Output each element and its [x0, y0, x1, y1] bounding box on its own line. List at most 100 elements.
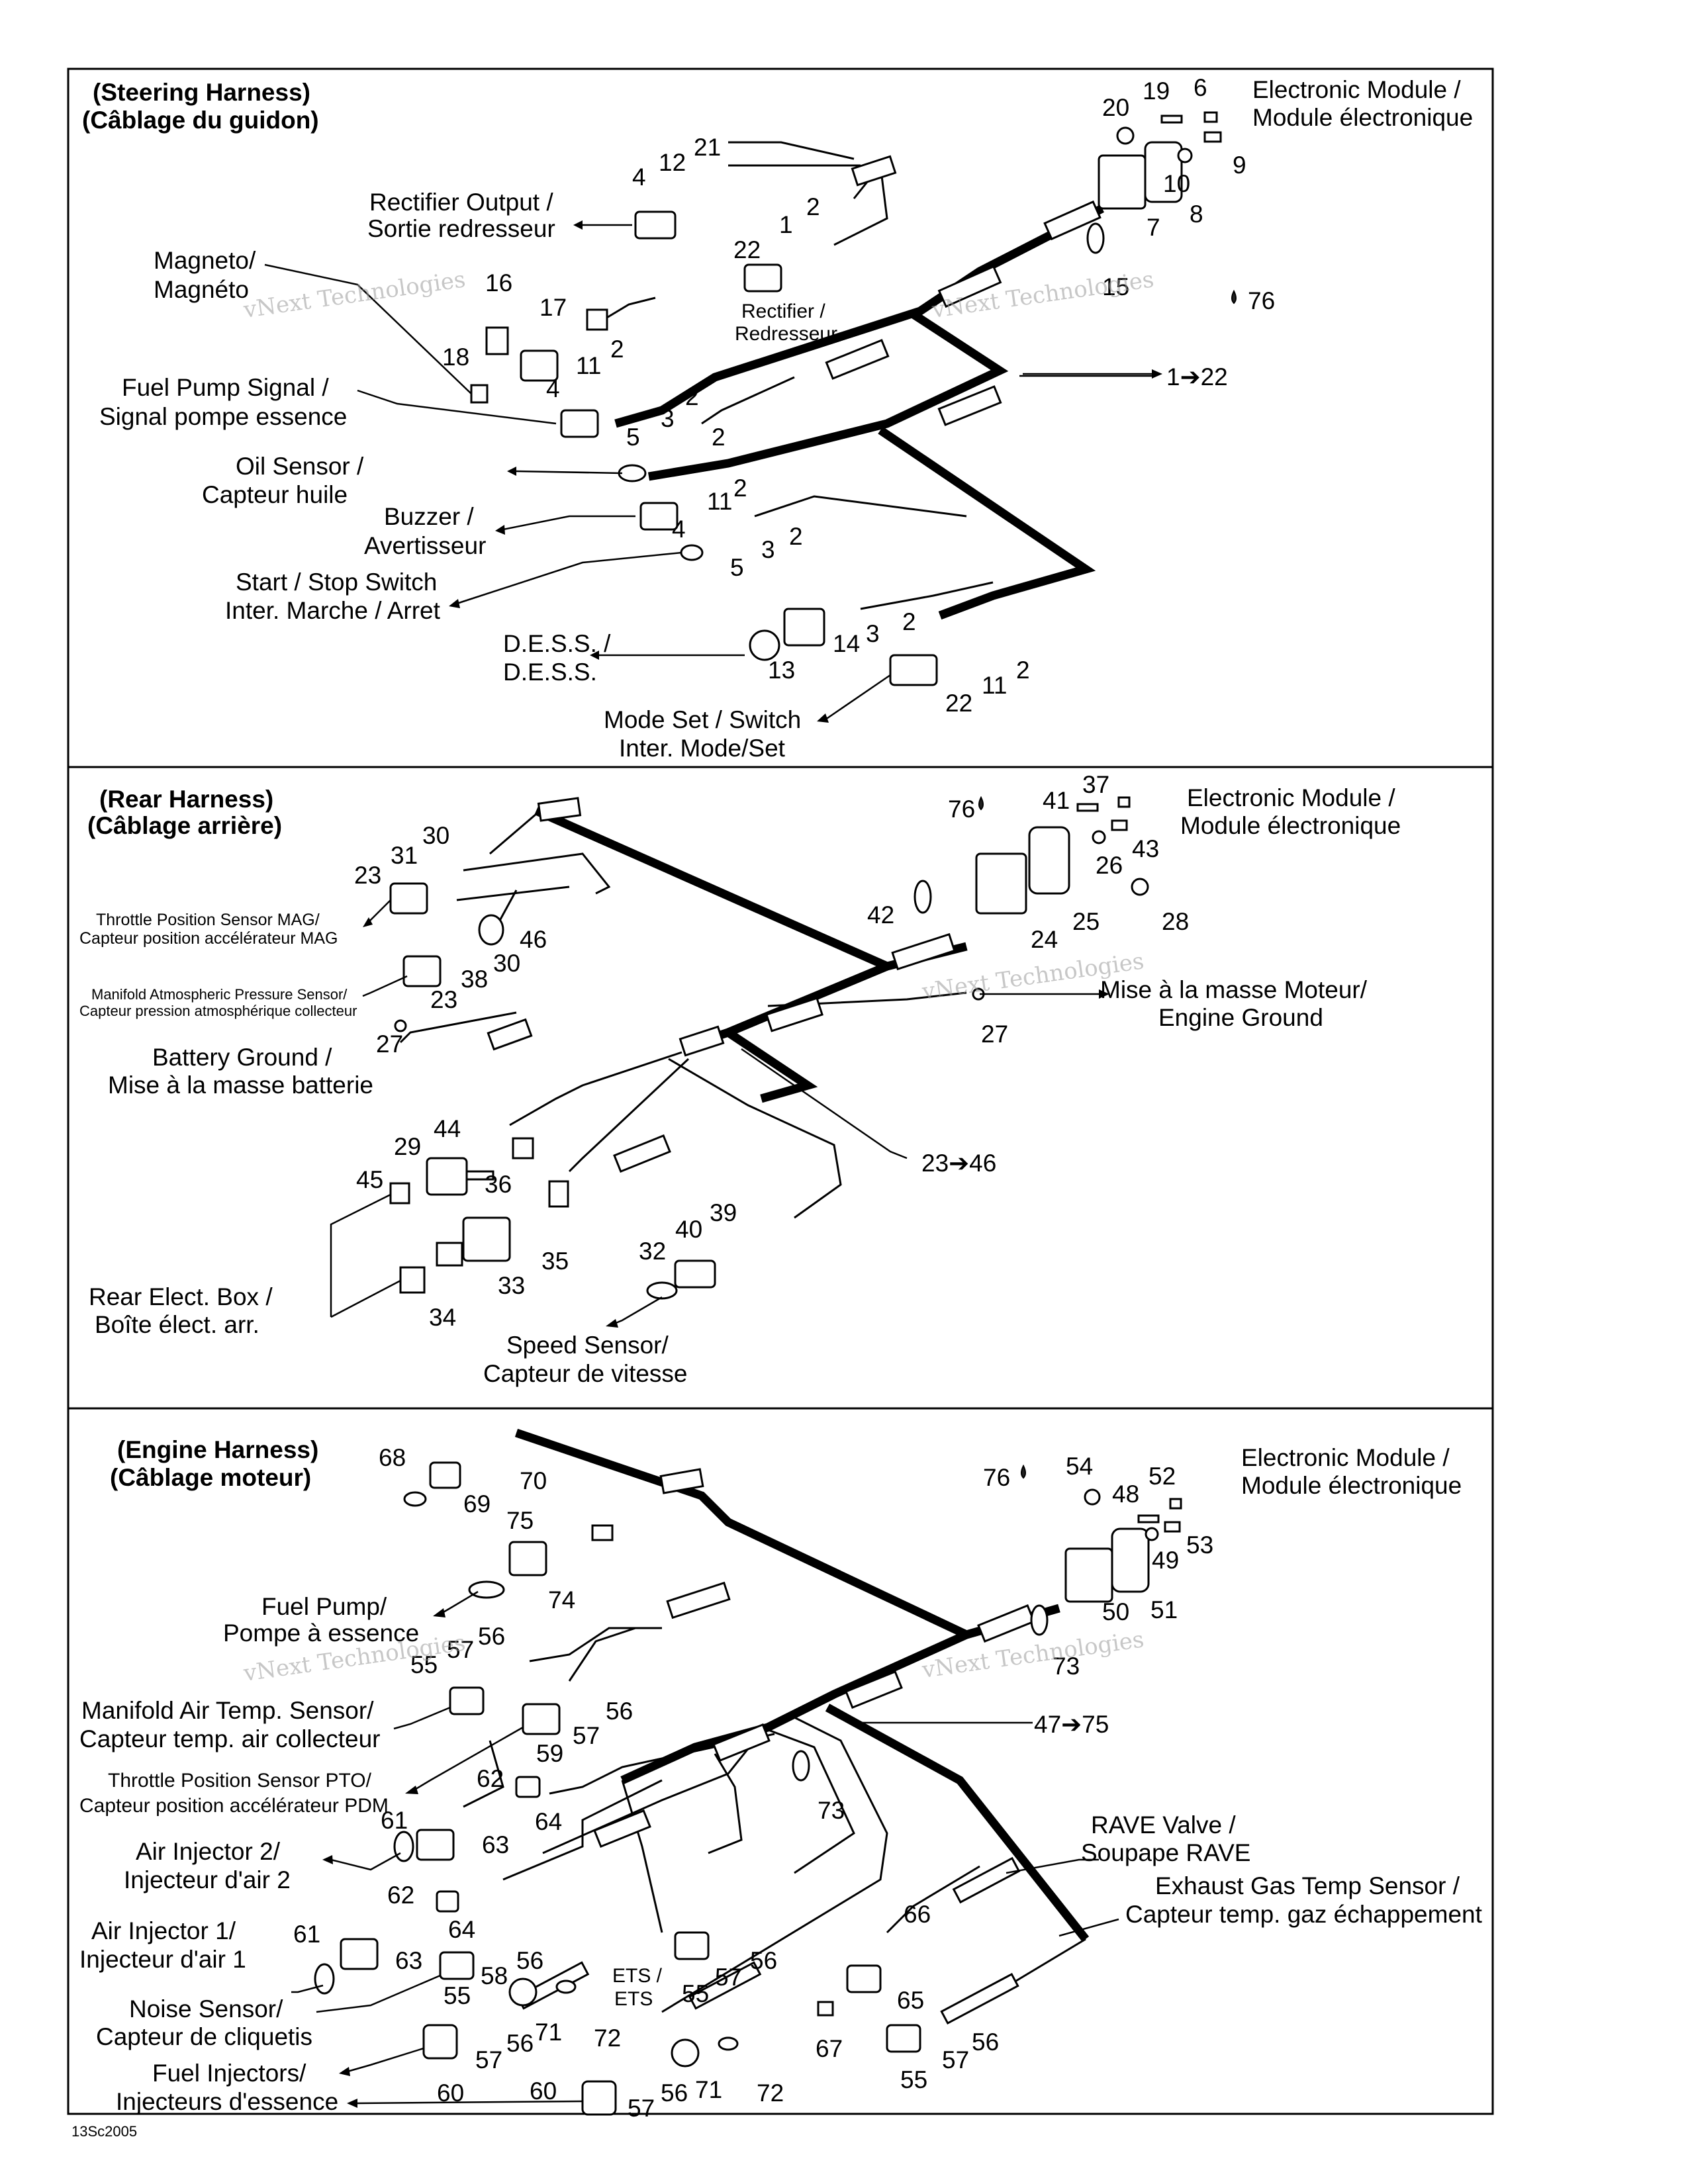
- steering-connector-4b: [560, 409, 599, 438]
- callout-27a: 27: [376, 1030, 403, 1058]
- callout-29: 29: [394, 1133, 421, 1160]
- steering-part-19: [1160, 114, 1183, 124]
- engine-title-fr: (Câblage moteur): [110, 1464, 311, 1491]
- engine-part-74-seal: [468, 1580, 505, 1599]
- rear-connector-23a: [389, 882, 428, 915]
- rear-connector-23b: [402, 955, 442, 987]
- engine-title-en: (Engine Harness): [117, 1436, 318, 1463]
- callout-22a: 22: [733, 236, 761, 263]
- svg-text:vNext Technologies: vNext Technologies: [930, 266, 1156, 324]
- footer-code: 13Sc2005: [71, 2123, 137, 2140]
- label-dess-en: D.E.S.S. /: [503, 630, 611, 657]
- engine-part-72b: [718, 2036, 739, 2051]
- label-engine-ground-en: Engine Ground: [1158, 1004, 1323, 1031]
- callout-11b: 11: [707, 488, 732, 515]
- label-ets-2: ETS: [614, 1988, 653, 2010]
- label-fuel-pump-en: Fuel Pump/: [261, 1593, 387, 1620]
- rear-part-34: [399, 1266, 426, 1294]
- callout-65: 65: [897, 1987, 924, 2014]
- engine-connector-55e: [886, 2024, 921, 2053]
- engine-part-52: [1169, 1498, 1182, 1510]
- callout-73a: 73: [1053, 1653, 1080, 1680]
- engine-connector-64a: [515, 1776, 541, 1798]
- callout-21: 21: [694, 134, 721, 161]
- callout-2h: 2: [1016, 657, 1030, 684]
- engine-part-61a-seal: [393, 1831, 414, 1862]
- label-rear-box-fr: Boîte élect. arr.: [95, 1311, 259, 1338]
- callout-28: 28: [1162, 908, 1189, 935]
- callout-56g: 56: [972, 2028, 999, 2056]
- callout-58: 58: [481, 1962, 508, 1989]
- rear-module-label-fr: Module électronique: [1180, 812, 1401, 839]
- callout-38: 38: [461, 966, 488, 993]
- label-mode-set-en: Mode Set / Switch: [604, 706, 801, 733]
- rear-title-fr: (Câblage arrière): [87, 812, 282, 839]
- engine-part-73a: [1030, 1604, 1049, 1636]
- steering-branch-bundle: [647, 310, 1009, 481]
- callout-56f: 56: [661, 2079, 688, 2107]
- engine-sleeve-3: [977, 1604, 1035, 1643]
- label-magneto-en: Magneto/: [154, 247, 256, 274]
- engine-connector-59: [522, 1703, 561, 1735]
- steering-drop-icon: [1231, 289, 1237, 304]
- callout-69: 69: [463, 1490, 491, 1518]
- label-egt-en: Exhaust Gas Temp Sensor /: [1155, 1872, 1460, 1899]
- rear-seal-36: [512, 1137, 534, 1160]
- steering-part-6: [1203, 111, 1218, 123]
- callout-61b: 61: [293, 1921, 320, 1948]
- steering-module-label-fr: Module électronique: [1252, 104, 1473, 131]
- callout-55c: 55: [682, 1980, 709, 2007]
- callout-64a: 64: [535, 1808, 562, 1835]
- steering-connector-22b: [889, 654, 938, 686]
- callout-41: 41: [1043, 787, 1070, 814]
- engine-connector-64b: [436, 1890, 459, 1913]
- callout-56c: 56: [516, 1947, 543, 1974]
- engine-connector-69: [429, 1461, 461, 1489]
- label-noise-sensor-en: Noise Sensor/: [129, 1995, 283, 2023]
- callout-64b: 64: [448, 1916, 475, 1943]
- callout-23a: 23: [354, 862, 381, 889]
- engine-part-68: [403, 1491, 427, 1507]
- rear-connector-32: [674, 1259, 716, 1289]
- callout-3a: 3: [661, 405, 675, 432]
- svg-text:vNext Technologies: vNext Technologies: [242, 266, 467, 324]
- callout-49: 49: [1152, 1547, 1179, 1574]
- label-fuel-injectors-en: Fuel Injectors/: [152, 2060, 306, 2087]
- callout-72a: 72: [594, 2025, 621, 2052]
- label-tps-mag-fr: Capteur position accélérateur MAG: [79, 929, 338, 948]
- steering-range: 1➔22: [1166, 363, 1228, 390]
- callout-57c: 57: [715, 1964, 742, 1991]
- rear-part-32-seal: [646, 1281, 678, 1300]
- steering-harness: (Steering Harness) (Câblage du guidon) E…: [82, 74, 1473, 762]
- steering-sleeve-4: [825, 339, 890, 380]
- callout-30b: 30: [493, 950, 520, 977]
- engine-part-73b: [792, 1750, 810, 1782]
- label-ets-1: ETS /: [612, 1965, 663, 1987]
- callout-62a: 62: [477, 1765, 504, 1792]
- callout-50: 50: [1102, 1598, 1129, 1625]
- label-buzzer-en: Buzzer /: [384, 503, 474, 530]
- rear-module-gasket: [1028, 826, 1070, 895]
- engine-harness-panel: [67, 1407, 1494, 2115]
- engine-connector-55b: [439, 1951, 475, 1980]
- label-start-stop-en: Start / Stop Switch: [236, 569, 437, 596]
- rear-sleeve-2: [891, 933, 956, 971]
- callout-15: 15: [1102, 273, 1129, 300]
- engine-part-75-seal: [591, 1524, 614, 1541]
- label-tps-pto-en: Throttle Position Sensor PTO/: [108, 1770, 372, 1792]
- steering-sleeve-2: [937, 265, 1002, 308]
- callout-39: 39: [710, 1199, 737, 1226]
- rear-part-37: [1117, 796, 1131, 808]
- callout-6: 6: [1194, 74, 1207, 101]
- label-buzzer-fr: Avertisseur: [364, 532, 486, 559]
- label-battery-ground-fr: Mise à la masse batterie: [108, 1071, 373, 1099]
- rear-sleeve-4: [679, 1025, 725, 1057]
- steering-sleeve-1: [851, 155, 897, 187]
- engine-part-71b: [671, 2038, 700, 2068]
- steering-connector-22a: [743, 263, 782, 293]
- rear-connector-29: [426, 1157, 468, 1196]
- engine-connector-61b: [340, 1938, 379, 1970]
- callout-23b: 23: [430, 986, 457, 1013]
- engine-sleeve-2: [666, 1581, 731, 1619]
- callout-71b: 71: [695, 2076, 722, 2103]
